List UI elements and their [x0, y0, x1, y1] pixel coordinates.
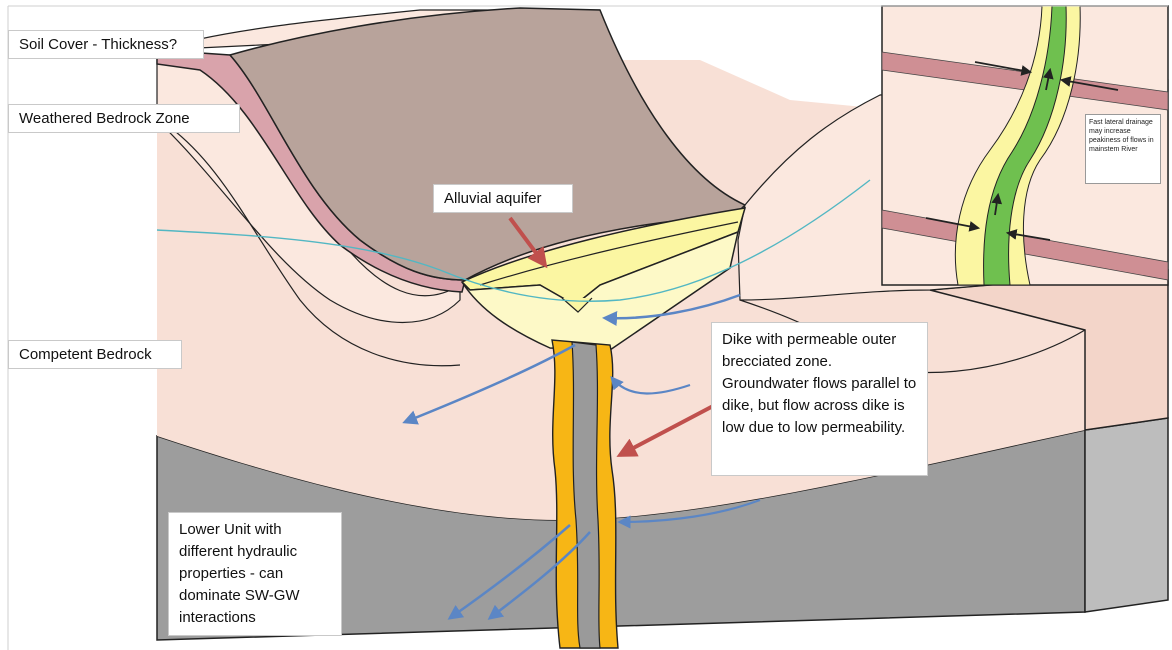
label-dike-note: Dike with permeable outer brecciated zon… [711, 322, 928, 476]
lower-unit-side [1085, 418, 1168, 612]
label-alluvial-aquifer: Alluvial aquifer [433, 184, 573, 213]
label-inset-note: Fast lateral drainage may increase peaki… [1085, 114, 1161, 184]
label-lower-unit: Lower Unit with different hydraulic prop… [168, 512, 342, 636]
label-competent-bedrock: Competent Bedrock [8, 340, 182, 369]
label-weathered-bedrock: Weathered Bedrock Zone [8, 104, 240, 133]
label-soil-cover: Soil Cover - Thickness? [8, 30, 204, 59]
